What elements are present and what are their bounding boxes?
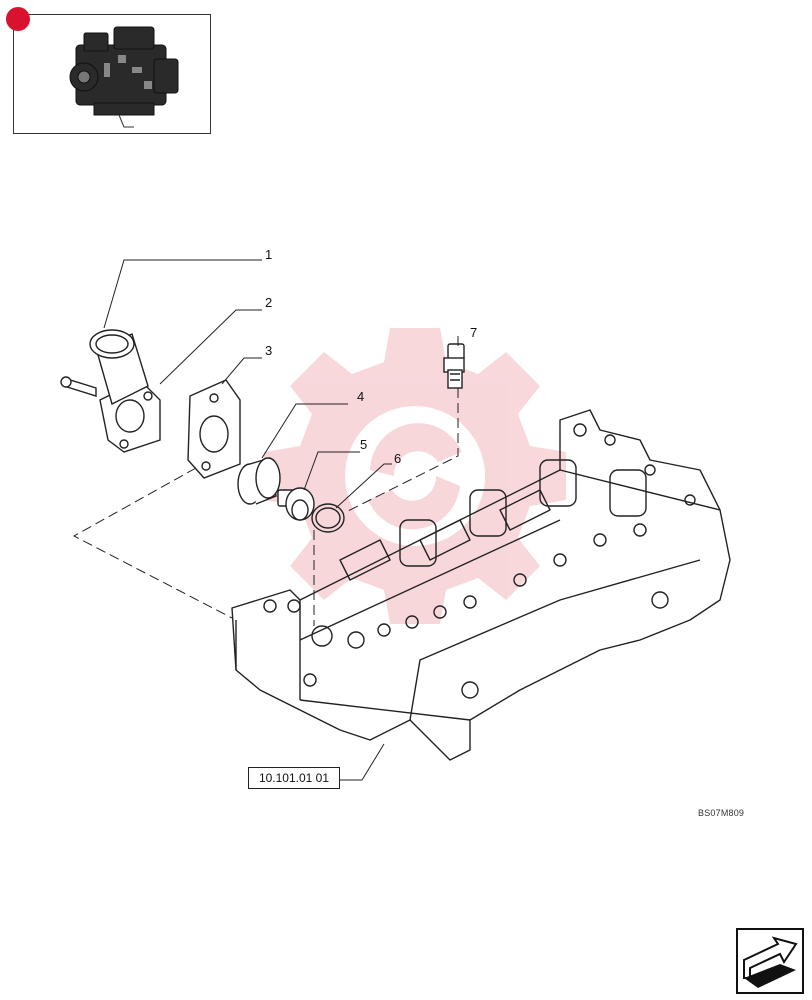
callout-4[interactable]: 4 xyxy=(357,389,365,404)
engine-thumbnail-icon xyxy=(69,26,179,128)
red-tab-marker xyxy=(6,7,30,31)
callout-6[interactable]: 6 xyxy=(394,451,402,466)
callout-2[interactable]: 2 xyxy=(265,295,273,310)
reference-link[interactable]: 10.101.01 01 xyxy=(248,767,340,789)
engine-thumbnail[interactable] xyxy=(6,7,211,134)
drawing-code: BS07M809 xyxy=(698,808,745,818)
callout-7[interactable]: 7 xyxy=(470,325,478,340)
part-4-sleeve xyxy=(237,457,281,505)
assembly-lines xyxy=(72,388,459,626)
part-6-o-ring xyxy=(311,503,345,533)
part-1-water-outlet xyxy=(60,329,161,453)
part-7-sensor xyxy=(443,343,465,389)
next-page-arrow-icon xyxy=(743,936,798,988)
callout-1[interactable]: 1 xyxy=(265,247,273,262)
callout-5[interactable]: 5 xyxy=(360,437,368,452)
cylinder-head xyxy=(231,409,731,761)
next-page-button[interactable] xyxy=(736,928,804,994)
callout-3[interactable]: 3 xyxy=(265,343,273,358)
leader-lines xyxy=(103,259,459,781)
part-3-gasket xyxy=(187,379,241,479)
part-5-thermostat xyxy=(277,487,315,521)
gear-watermark-icon xyxy=(264,328,566,624)
